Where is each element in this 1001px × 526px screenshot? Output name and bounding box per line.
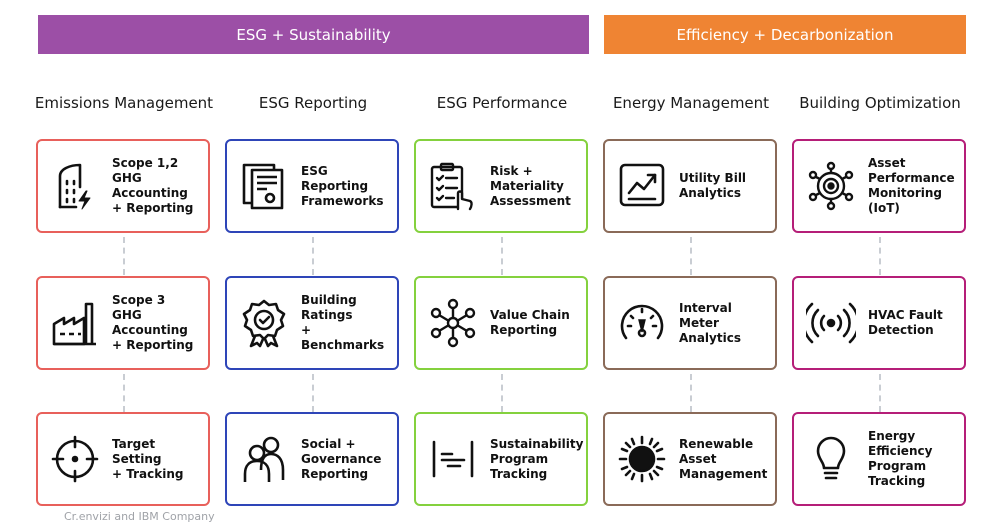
card-label: Energy Efficiency Program Tracking [868,429,933,488]
efficiency-decarbonization-banner: Efficiency + Decarbonization [604,15,966,54]
connector [312,374,314,412]
card-value-chain: Value Chain Reporting [414,276,588,370]
network-nodes-icon [426,296,480,350]
card-target-setting: Target Setting + Tracking [36,412,210,506]
people-icon [237,432,291,486]
card-label: Target Setting + Tracking [112,436,184,481]
esg-sustainability-banner: ESG + Sustainability [38,15,589,54]
connector [690,237,692,275]
card-scope-1-2-ghg: Scope 1,2 GHG Accounting + Reporting [36,139,210,233]
card-label: Scope 1,2 GHG Accounting + Reporting [112,156,194,215]
card-label: Building Ratings + Benchmarks [301,293,385,352]
lightbulb-icon [804,432,858,486]
award-badge-icon [237,296,291,350]
card-label: Asset Performance Monitoring (IoT) [868,156,955,215]
card-label: Interval Meter Analytics [679,300,741,345]
card-utility-bill: Utility Bill Analytics [603,139,777,233]
column-title-optimization: Building Optimization [799,94,961,112]
card-sustainability-program: Sustainability Program Tracking [414,412,588,506]
esg-banner-label: ESG + Sustainability [236,25,391,44]
factory-icon [48,296,102,350]
card-label: Social + Governance Reporting [301,436,382,481]
card-risk-materiality: Risk + Materiality Assessment [414,139,588,233]
credit-text: Cr.envizi and IBM Company [64,510,215,523]
card-label: Utility Bill Analytics [679,171,747,200]
connector [501,237,503,275]
card-label: Renewable Asset Management [679,436,768,481]
connector [501,374,503,412]
sun-icon [615,432,669,486]
timeline-bars-icon [426,432,480,486]
connector [123,237,125,275]
document-stack-icon [237,159,291,213]
connector [879,237,881,275]
column-title-reporting: ESG Reporting [258,94,368,112]
trend-chart-icon [615,159,669,213]
card-scope-3-ghg: Scope 3 GHG Accounting + Reporting [36,276,210,370]
target-crosshair-icon [48,432,102,486]
card-asset-performance: Asset Performance Monitoring (IoT) [792,139,966,233]
clipboard-checklist-icon [426,159,480,213]
gauge-icon [615,296,669,350]
card-label: Sustainability Program Tracking [490,436,584,481]
connector [312,237,314,275]
column-title-energy: Energy Management [612,94,770,112]
efficiency-banner-label: Efficiency + Decarbonization [676,25,894,44]
card-renewable-asset: Renewable Asset Management [603,412,777,506]
connector [123,374,125,412]
card-label: HVAC Fault Detection [868,308,943,337]
card-building-ratings: Building Ratings + Benchmarks [225,276,399,370]
card-esg-reporting-frameworks: ESG Reporting Frameworks [225,139,399,233]
iot-hub-icon [804,159,858,213]
signal-broadcast-icon [804,296,858,350]
card-energy-efficiency: Energy Efficiency Program Tracking [792,412,966,506]
column-title-performance: ESG Performance [436,94,568,112]
card-interval-meter: Interval Meter Analytics [603,276,777,370]
card-hvac-fault: HVAC Fault Detection [792,276,966,370]
card-label: Risk + Materiality Assessment [490,163,571,208]
column-title-emissions: Emissions Management [34,94,214,112]
card-label: ESG Reporting Frameworks [301,163,384,208]
card-label: Value Chain Reporting [490,308,570,337]
card-label: Scope 3 GHG Accounting + Reporting [112,293,194,352]
connector [690,374,692,412]
card-social-governance: Social + Governance Reporting [225,412,399,506]
building-lightning-icon [48,159,102,213]
connector [879,374,881,412]
